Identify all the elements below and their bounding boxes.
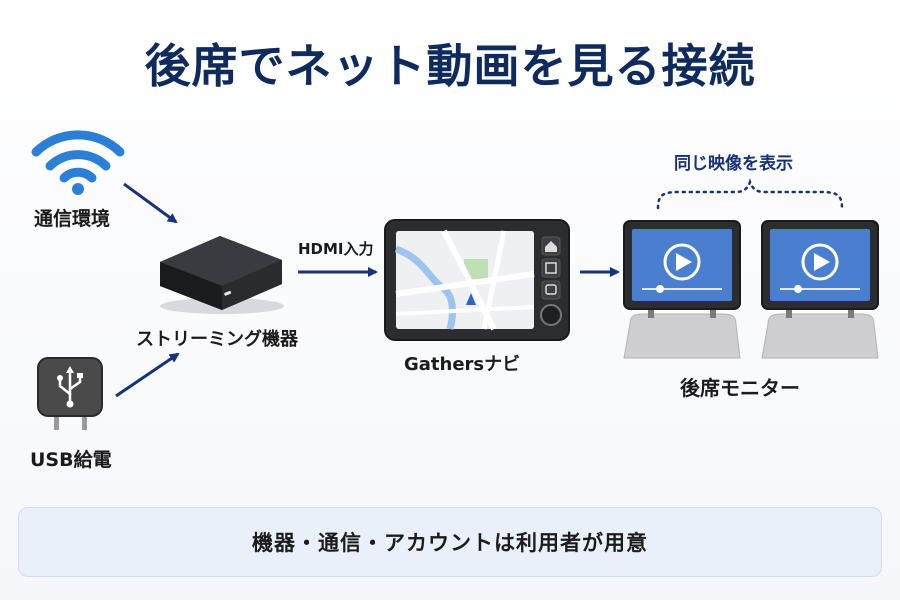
navi-label: Gathersナビ <box>404 354 521 375</box>
network-label: 通信環境 <box>34 208 111 230</box>
rear-seat-monitor-icon <box>623 220 741 359</box>
streaming-box-icon <box>160 236 284 314</box>
navigation-unit-icon <box>384 219 570 341</box>
streaming-device-label: ストリーミング機器 <box>136 329 298 350</box>
note-text: 機器・通信・アカウントは利用者が用意 <box>252 531 648 555</box>
note-box: 機器・通信・アカウントは利用者が用意 <box>18 507 882 577</box>
monitors-label: 後席モニター <box>680 376 800 400</box>
wifi-icon <box>31 130 125 195</box>
usb-plug-icon <box>37 357 103 430</box>
rear-seat-monitor-icon <box>761 220 879 359</box>
connection-label: HDMI入力 <box>298 240 374 258</box>
power-label: USB給電 <box>30 449 112 471</box>
caption-bracket <box>656 178 844 210</box>
monitors-caption: 同じ映像を表示 <box>674 154 793 174</box>
page-title: 後席でネット動画を見る接続 <box>144 39 756 93</box>
